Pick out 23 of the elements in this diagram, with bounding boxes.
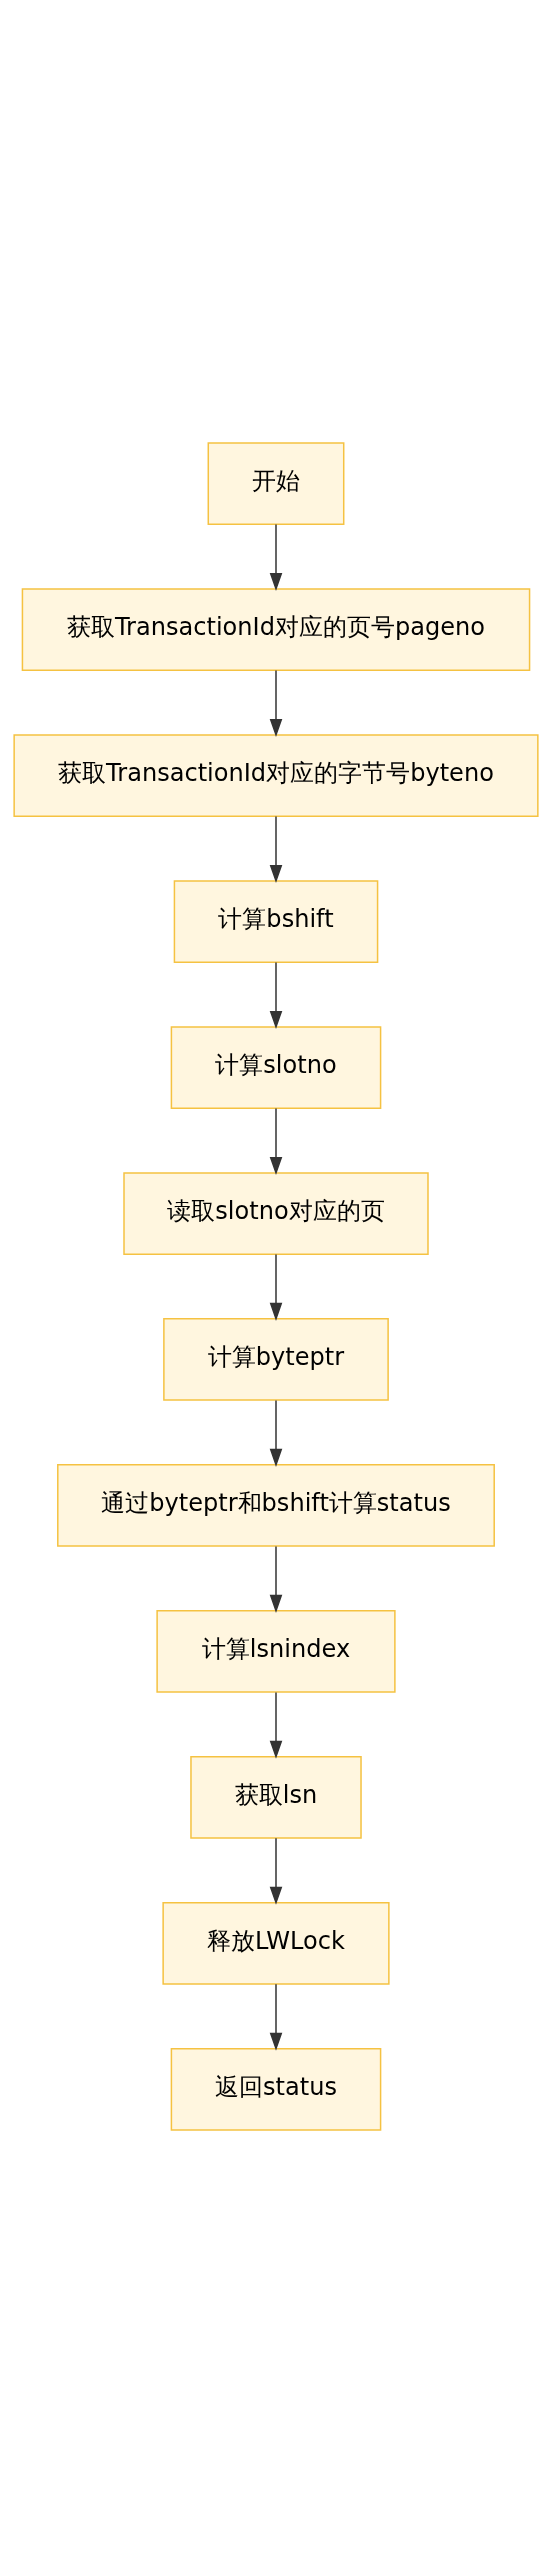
arrow xyxy=(269,1691,283,1759)
arrow xyxy=(269,669,283,737)
arrow xyxy=(269,1253,283,1321)
node-box: 开始 xyxy=(207,441,345,525)
node-box: 返回status xyxy=(170,2047,382,2131)
node-box: 计算bshift xyxy=(173,879,379,963)
arrow xyxy=(269,1399,283,1467)
node-box: 获取TransactionId对应的字节号byteno xyxy=(13,733,539,817)
arrow xyxy=(269,1107,283,1175)
arrow xyxy=(269,1545,283,1613)
node-box: 获取TransactionId对应的页号pageno xyxy=(21,587,531,671)
node-box: 读取slotno对应的页 xyxy=(123,1171,429,1255)
node-box: 通过byteptr和bshift计算status xyxy=(57,1463,495,1547)
arrow xyxy=(269,1837,283,1905)
node-box: 计算slotno xyxy=(170,1025,382,1109)
arrow xyxy=(269,523,283,591)
node-box: 释放LWLock xyxy=(162,1901,390,1985)
arrow xyxy=(269,1983,283,2051)
arrow xyxy=(269,961,283,1029)
node-box: 计算byteptr xyxy=(163,1317,389,1401)
node-box: 获取lsn xyxy=(190,1755,362,1839)
node-box: 计算lsnindex xyxy=(156,1609,396,1693)
arrow xyxy=(269,815,283,883)
